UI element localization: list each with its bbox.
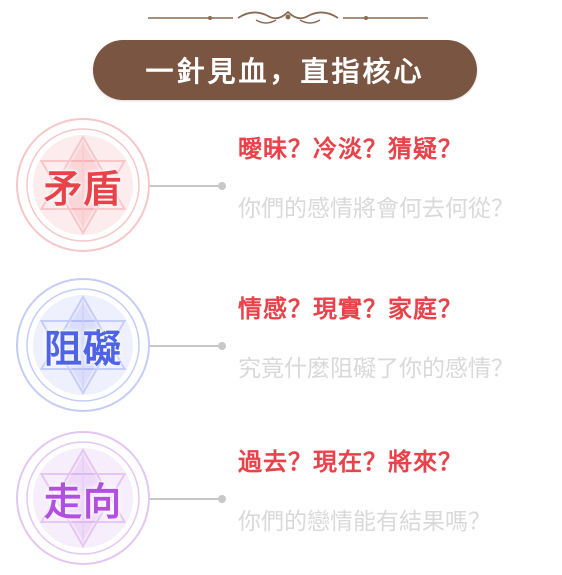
section-heading: 情感？現實？家庭？ <box>238 295 463 323</box>
emblem-label: 阻礙 <box>43 325 122 371</box>
banner-title: 一針見血，直指核心 <box>145 55 425 88</box>
section-heading: 曖昧？冷淡？猜疑？ <box>238 135 463 163</box>
section-subtext: 你們的戀情能有結果嗎？ <box>238 509 491 535</box>
emblem-direction: 走向 <box>13 428 153 568</box>
section-direction: 走向 過去？現在？將來？ 你們的戀情能有結果嗎？ <box>0 428 562 568</box>
emblem-obstacle: 阻礙 <box>13 275 153 415</box>
section-subtext: 究竟什麼阻礙了你的感情？ <box>238 356 514 382</box>
magic-circle-icon <box>16 278 150 412</box>
section-contradiction: 矛盾 曖昧？冷淡？猜疑？ 你們的感情將會何去何從？ <box>0 115 562 255</box>
section-obstacle: 阻礙 情感？現實？家庭？ 究竟什麼阻礙了你的感情？ <box>0 275 562 415</box>
connector-line-icon <box>150 342 226 350</box>
section-heading: 過去？現在？將來？ <box>238 448 463 476</box>
emblem-label: 矛盾 <box>43 165 122 211</box>
connector-line-icon <box>150 495 226 503</box>
section-subtext: 你們的感情將會何去何從？ <box>238 196 514 222</box>
connector-line-icon <box>150 182 226 190</box>
magic-circle-icon <box>16 431 150 565</box>
emblem-contradiction: 矛盾 <box>13 115 153 255</box>
title-banner: 一針見血，直指核心 <box>93 40 477 100</box>
header-ornament-icon <box>148 10 428 24</box>
magic-circle-icon <box>16 118 150 252</box>
emblem-label: 走向 <box>43 478 122 524</box>
